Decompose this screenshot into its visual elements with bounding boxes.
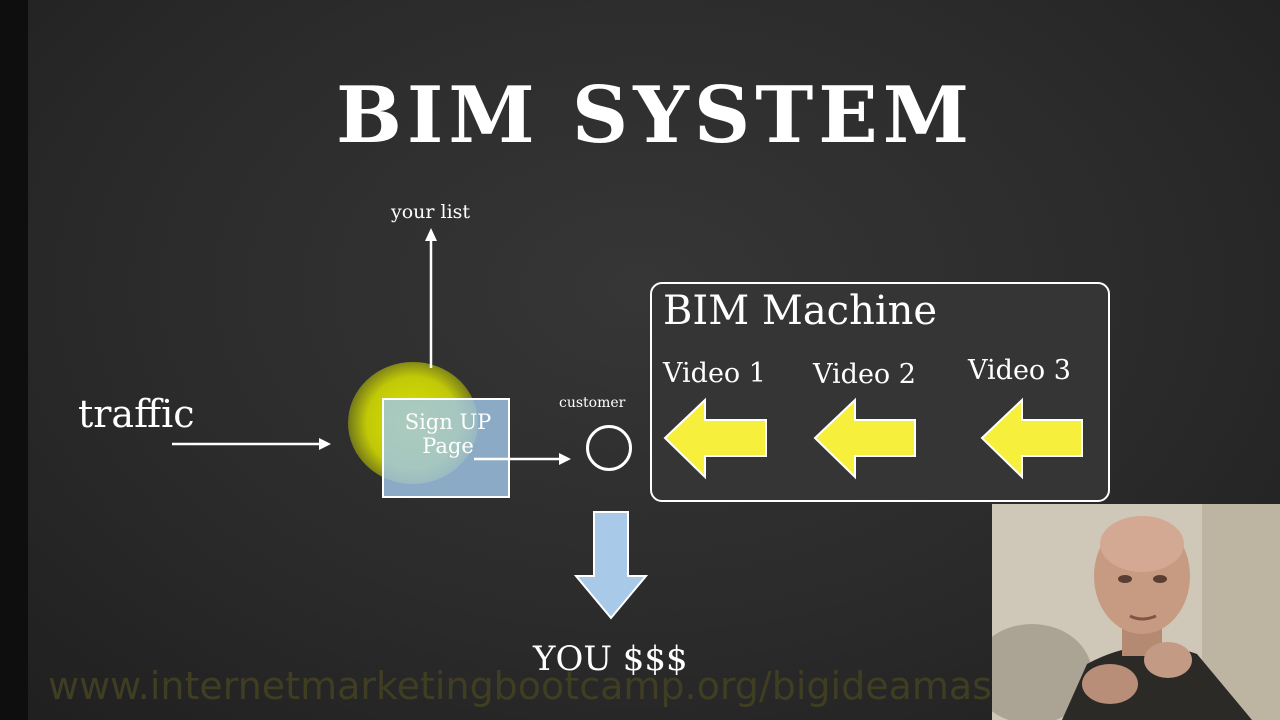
- webcam-presenter-video: [992, 504, 1280, 720]
- bim-machine-title: BIM Machine: [663, 288, 938, 334]
- you-money-label: YOU $$$: [533, 639, 688, 679]
- left-edge-band: [0, 0, 28, 720]
- video-2-arrow: [813, 397, 916, 480]
- traffic-label: traffic: [78, 392, 195, 436]
- your-list-label: your list: [391, 201, 471, 223]
- watermark-url: www.internetmarketingbootcamp.org/bigide…: [48, 664, 1141, 708]
- traffic-arrow: [172, 438, 331, 450]
- customer-label: customer: [559, 395, 626, 411]
- arrow-to-customer: [474, 453, 571, 465]
- signup-page-box: [382, 398, 510, 498]
- video-3-arrow: [980, 397, 1083, 480]
- video-1-arrow: [663, 397, 767, 480]
- up-arrow-to-list: [425, 228, 437, 368]
- down-arrow-to-you: [573, 511, 649, 620]
- video-1-label: Video 1: [663, 358, 766, 389]
- video-2-label: Video 2: [813, 359, 916, 390]
- video-3-label: Video 3: [968, 355, 1071, 386]
- slide-title: BIM SYSTEM: [335, 70, 975, 161]
- bim-machine-panel: [650, 282, 1110, 502]
- customer-circle: [586, 425, 632, 471]
- signup-page-label: Sign UP Page: [404, 410, 492, 458]
